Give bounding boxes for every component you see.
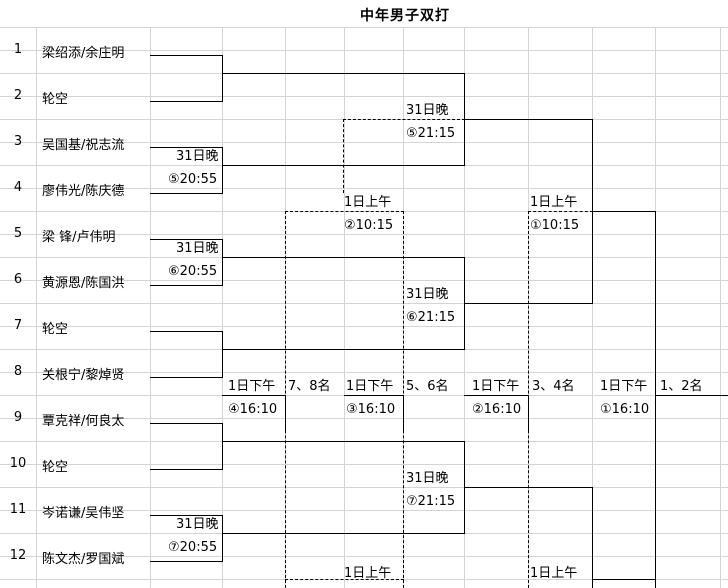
player-pair-name: 覃克祥/何良太 [42, 414, 125, 429]
row-number: 1 [13, 42, 23, 57]
player-pair-name: 关根宁/黎焯贤 [42, 368, 125, 383]
placement-day-label: 1日下午 [228, 379, 276, 394]
placement-rank-label: 7、8名 [288, 379, 331, 394]
match-time-label: ⑥21:15 [406, 310, 456, 325]
match-time-label: ⑥20:55 [168, 264, 218, 279]
row-number: 4 [13, 180, 23, 195]
match-day-label: 1日上午 [344, 195, 392, 210]
match-day-label: 1日上午 [530, 195, 578, 210]
match-time-label: ①10:15 [530, 218, 580, 233]
match-time-label: ⑦20:55 [168, 540, 218, 555]
placement-time-label: ②16:10 [472, 402, 522, 417]
match-day-label: 1日上午 [344, 566, 392, 581]
placement-time-label: ③16:10 [346, 402, 396, 417]
row-number: 3 [13, 134, 23, 149]
player-pair-name: 梁绍添/余庄明 [42, 46, 125, 61]
match-time-label: ②10:15 [344, 218, 394, 233]
placement-day-label: 1日下午 [600, 379, 648, 394]
match-day-label: 31日晚 [176, 149, 219, 164]
row-number: 8 [13, 364, 23, 379]
page-title: 中年男子双打 [360, 8, 450, 24]
row-number: 5 [13, 226, 23, 241]
match-day-label: 31日晚 [406, 103, 449, 118]
placement-time-label: ①16:10 [600, 402, 650, 417]
placement-day-label: 1日下午 [472, 379, 520, 394]
match-day-label: 31日晚 [406, 471, 449, 486]
row-number: 6 [13, 272, 23, 287]
placement-rank-label: 1、2名 [660, 379, 703, 394]
player-pair-name: 轮空 [42, 92, 69, 107]
match-day-label: 31日晚 [176, 241, 219, 256]
match-day-label: 31日晚 [176, 517, 219, 532]
placement-rank-label: 3、4名 [532, 379, 575, 394]
match-time-label: ⑤20:55 [168, 172, 218, 187]
placement-rank-label: 5、6名 [406, 379, 449, 394]
placement-time-label: ④16:10 [228, 402, 278, 417]
placement-day-label: 1日下午 [346, 379, 394, 394]
match-day-label: 1日上午 [530, 566, 578, 581]
row-number: 7 [13, 318, 23, 333]
player-pair-name: 轮空 [42, 322, 69, 337]
player-pair-name: 黄源恩/陈国洪 [42, 276, 125, 291]
row-number: 9 [13, 410, 23, 425]
player-pair-name: 廖伟光/陈庆德 [42, 184, 125, 199]
match-day-label: 31日晚 [406, 287, 449, 302]
player-pair-name: 岑诺谦/吴伟坚 [42, 506, 125, 521]
row-number: 10 [9, 456, 27, 471]
row-number: 2 [13, 88, 23, 103]
row-number: 11 [9, 502, 27, 517]
player-pair-name: 吴国基/祝志流 [42, 138, 125, 153]
match-time-label: ⑤21:15 [406, 126, 456, 141]
player-pair-name: 梁 锋/卢伟明 [42, 230, 116, 245]
row-number: 12 [9, 548, 27, 563]
player-pair-name: 轮空 [42, 460, 69, 475]
player-pair-name: 陈文杰/罗国斌 [42, 552, 125, 567]
match-time-label: ⑦21:15 [406, 494, 456, 509]
